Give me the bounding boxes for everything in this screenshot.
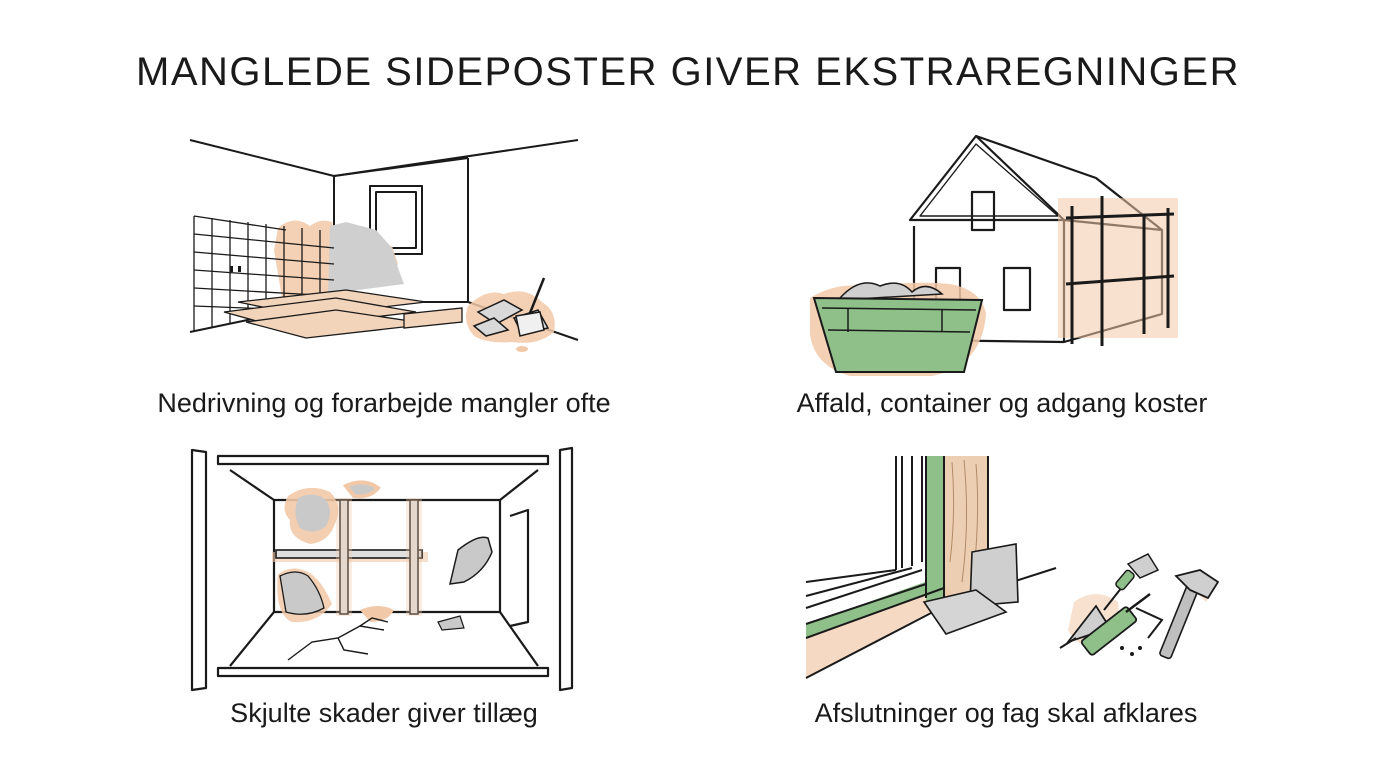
hidden-damage-room-icon — [190, 446, 574, 692]
panel-caption: Nedrivning og forarbejde mangler ofte — [157, 388, 611, 418]
panel-finishing-trades — [805, 452, 1232, 692]
panel-caption: Affald, container og adgang koster — [796, 388, 1208, 418]
house-container-scaffold-icon — [810, 134, 1178, 376]
panel-waste-access — [800, 130, 1190, 380]
page-title: MANGLEDE SIDEPOSTER GIVER EKSTRAREGNINGE… — [136, 50, 1240, 94]
demolition-room-icon — [189, 139, 579, 352]
panel-caption: Afslutninger og fag skal afklares — [814, 698, 1198, 728]
window-finish-tools-icon — [805, 456, 1220, 679]
panel-hidden-damage — [188, 446, 574, 692]
panel-demolition — [186, 130, 586, 360]
panel-caption: Skjulte skader giver tillæg — [230, 698, 538, 728]
